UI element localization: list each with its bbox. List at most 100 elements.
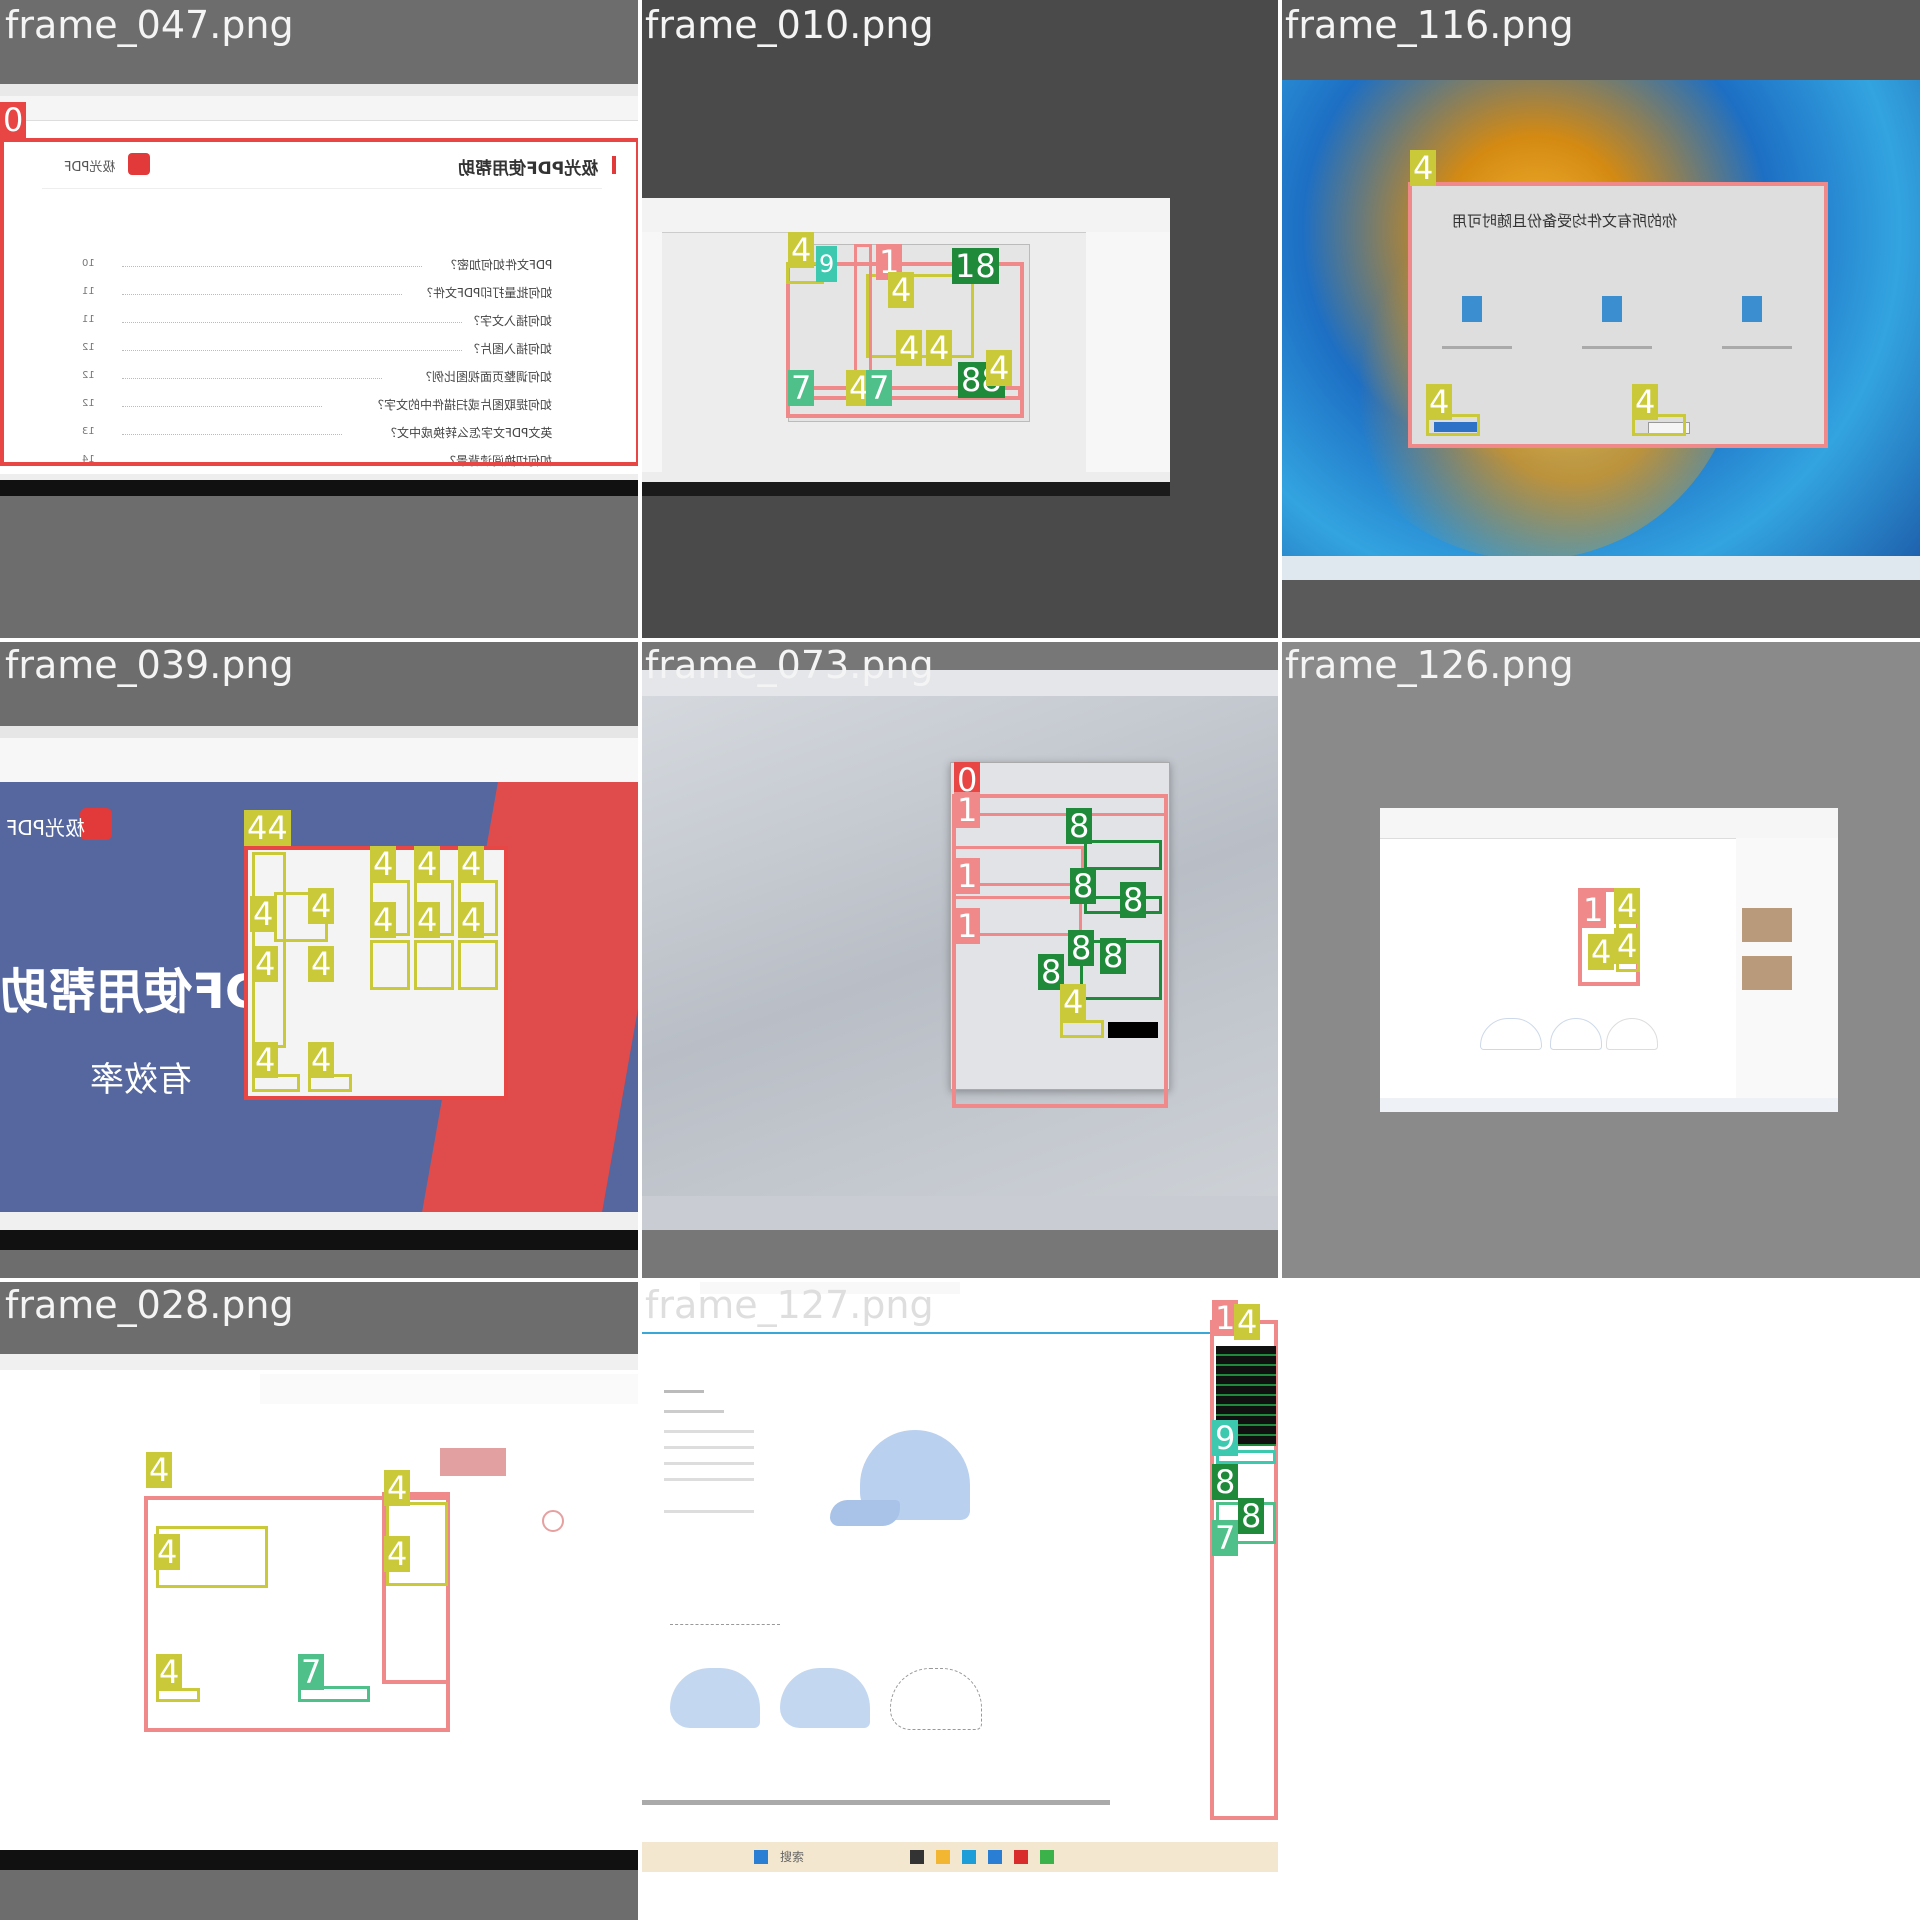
text-line <box>664 1390 704 1393</box>
app-icon[interactable] <box>1014 1850 1028 1864</box>
toc-row[interactable]: 12 如何插入图片？ <box>82 340 582 360</box>
detection-tag: 8 <box>1068 930 1095 966</box>
detection-box <box>1426 414 1480 436</box>
title-bar <box>0 84 640 96</box>
detection-box <box>382 1492 450 1684</box>
detection-tag: 4 <box>308 1042 335 1078</box>
tile-filename: frame_127.png <box>645 1283 934 1327</box>
page-area: 极光PDF使用帮助 极光PDF 10 PDF文件如何加密？ 11 如何批量打印P… <box>2 134 638 474</box>
toc-dots <box>122 434 342 435</box>
file-icon <box>1602 296 1622 322</box>
detection-tag: 8 <box>1212 1464 1239 1500</box>
grid-line <box>0 1278 1920 1282</box>
toc-row[interactable]: 12 如何提取图片或扫描件中的文字？ <box>82 396 582 416</box>
detection-tag: 4 <box>1426 384 1453 420</box>
detection-tag: 9 <box>1212 1420 1239 1456</box>
detection-tag: 1 <box>954 858 981 894</box>
detection-tag: 4 <box>1614 888 1641 924</box>
tile-frame-126: frame_126.png 1 4 4 4 <box>1280 640 1920 1280</box>
toc-dots <box>122 350 462 351</box>
cap-sketch <box>1480 1018 1542 1050</box>
tile-frame-028: frame_028.png 4 4 4 4 4 7 <box>0 1280 640 1920</box>
taskbar: 搜索 <box>640 1842 1280 1872</box>
text-line <box>664 1430 754 1433</box>
black-button[interactable] <box>1108 1022 1158 1038</box>
toc-row[interactable]: 12 如何调整页面视图比例？ <box>82 368 582 388</box>
start-icon[interactable] <box>754 1850 768 1864</box>
tile-filename: frame_073.png <box>645 643 934 687</box>
onedrive-dialog: 你的所有文件均受备份且随时可用 <box>1408 182 1828 448</box>
app-icon[interactable] <box>910 1850 924 1864</box>
detection-tag: 7 <box>298 1654 325 1690</box>
cap-sketch <box>1550 1018 1602 1050</box>
detection-tag: 4 <box>370 846 397 882</box>
taskbar-search[interactable]: 搜索 <box>780 1850 805 1864</box>
dialog-title: 你的所有文件均受备份且随时可用 <box>1452 212 1678 230</box>
dialog <box>144 1496 450 1732</box>
detection-tag: 4 <box>1614 928 1641 964</box>
title-rule <box>42 188 602 189</box>
toc-dots <box>122 294 402 295</box>
tile-frame-039: frame_039.png 极光PDF DF使用帮助 有效率 44 4 4 <box>0 640 640 1280</box>
screenshot: 极光PDF使用帮助 极光PDF 10 PDF文件如何加密？ 11 如何批量打印P… <box>0 84 640 496</box>
toc-row[interactable]: 10 PDF文件如何加密？ <box>82 256 582 276</box>
app-icon[interactable] <box>1040 1850 1054 1864</box>
dashed-rule <box>670 1624 780 1625</box>
title-accent <box>612 156 616 174</box>
app-icon[interactable] <box>962 1850 976 1864</box>
desc-line <box>1722 346 1792 349</box>
detection-tag: 4 <box>156 1654 183 1690</box>
status-bar <box>0 474 640 484</box>
ruler <box>640 1332 1210 1334</box>
detection-tag: 4 <box>308 888 335 924</box>
title-bar <box>0 726 640 738</box>
detection-box <box>786 262 1024 418</box>
scrollbar[interactable] <box>640 1800 1110 1805</box>
desc-line <box>1442 346 1512 349</box>
detection-tag: 4 <box>926 330 953 366</box>
tile-frame-127: frame_127.png 搜索 <box>640 1280 1280 1920</box>
app-icon[interactable] <box>988 1850 1002 1864</box>
toc-row[interactable]: 11 如何插入文字？ <box>82 312 582 332</box>
pin-icon <box>542 1510 564 1532</box>
detection-tag: 4 <box>414 902 441 938</box>
dialog-button-left[interactable] <box>1434 422 1478 432</box>
detection-tag: 4 <box>384 1470 411 1506</box>
detection-box <box>458 940 498 990</box>
address-bar <box>640 670 1280 696</box>
toolbar <box>1380 808 1838 839</box>
detection-box <box>1216 1450 1276 1464</box>
cap-thumbnail <box>890 1668 982 1730</box>
toolbar <box>260 1374 640 1404</box>
detection-tag: 4 <box>308 946 335 982</box>
cap-thumbnail <box>670 1668 760 1728</box>
brand-logo <box>128 153 150 175</box>
media-controls <box>890 1160 1050 1174</box>
taskbar <box>642 482 1170 496</box>
taskbar <box>0 1850 640 1870</box>
app-icon[interactable] <box>936 1850 950 1864</box>
detection-tag: 4 <box>1588 934 1615 970</box>
grid-line <box>638 0 642 1920</box>
detection-tag: 1 <box>954 792 981 828</box>
text-line <box>664 1410 724 1413</box>
text-block <box>664 1390 764 1540</box>
cap-image <box>830 1430 980 1540</box>
toc-row[interactable]: 11 如何批量打印PDF文件？ <box>82 284 582 304</box>
taskbar <box>0 1230 640 1250</box>
detection-box <box>298 1686 370 1702</box>
cap-brim <box>830 1500 900 1526</box>
desc-line <box>1582 346 1652 349</box>
detection-tag: 4 <box>458 902 485 938</box>
text-line <box>664 1478 754 1481</box>
detection-tag: 9 <box>816 246 838 282</box>
detection-tag: 4 <box>458 846 485 882</box>
taskbar <box>640 1196 1280 1230</box>
side-panel <box>440 1448 506 1476</box>
detection-tag: 4 <box>252 1042 279 1078</box>
detection-tag: 44 <box>244 810 291 846</box>
detection-box <box>952 896 1082 936</box>
toc-dots <box>122 266 422 267</box>
toc-row[interactable]: 13 英文PDF文字怎么转换成中文？ <box>82 424 582 444</box>
brand-name: 极光PDF <box>6 816 85 840</box>
